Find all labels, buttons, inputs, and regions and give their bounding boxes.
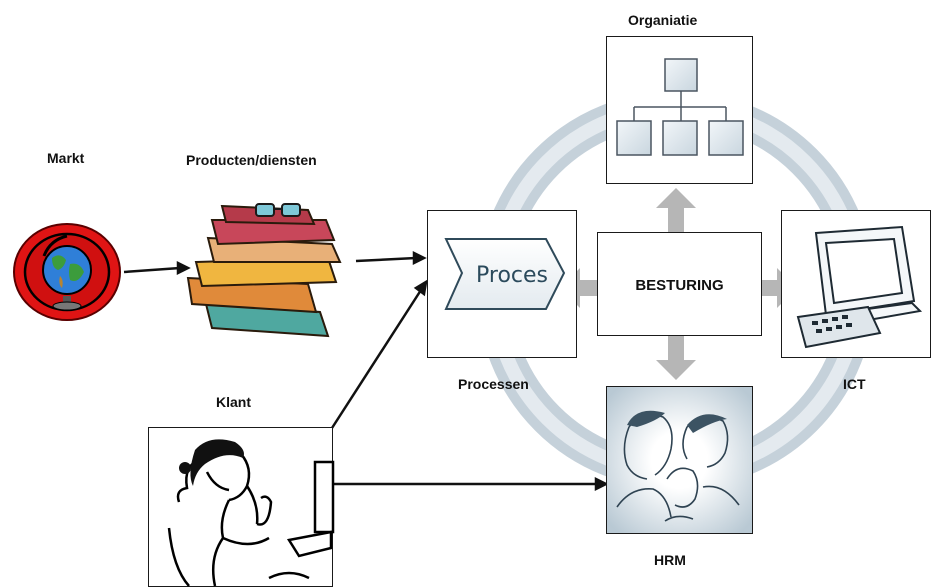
organisatie-box: [606, 36, 753, 184]
label-processen: Processen: [458, 376, 529, 392]
klant-box: [148, 427, 335, 587]
label-organisatie: Organiatie: [628, 12, 698, 28]
globe-icon: [12, 222, 122, 322]
people-icon: [607, 387, 752, 533]
process-chevron-icon: [444, 238, 566, 310]
process-shape-label: Proces: [476, 263, 548, 288]
besturing-box: BESTURING: [597, 232, 762, 336]
ict-box: [781, 210, 931, 358]
books-icon: [178, 200, 353, 340]
label-ict: ICT: [843, 376, 866, 392]
org-chart-icon: [616, 58, 744, 156]
label-klant: Klant: [216, 394, 251, 410]
processen-box: Proces: [427, 210, 577, 358]
person-on-phone-icon: [167, 439, 335, 587]
hrm-box: [606, 386, 753, 534]
besturing-label: BESTURING: [635, 277, 724, 294]
label-markt: Markt: [47, 150, 85, 166]
label-hrm: HRM: [654, 552, 686, 568]
computer-monitor-icon: [796, 225, 923, 349]
label-producten: Producten/diensten: [186, 152, 317, 168]
